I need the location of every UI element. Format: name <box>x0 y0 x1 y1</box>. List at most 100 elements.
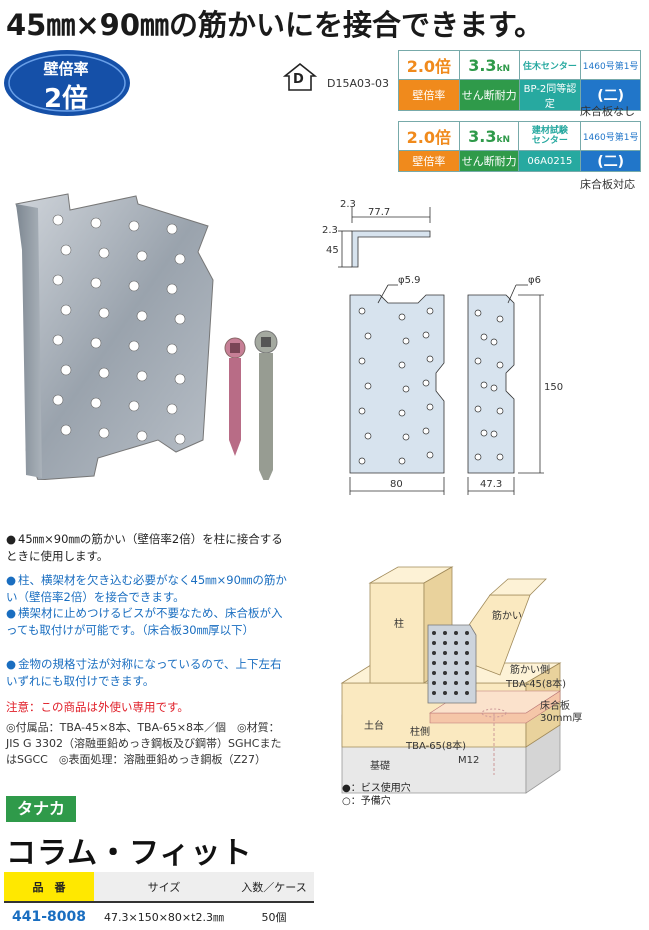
diagram-hole <box>465 641 469 645</box>
spec-table-1: 2.0倍 3.3kN 住木センター 1460号第1号 壁倍率 せん断耐力 BP-… <box>398 50 641 111</box>
drawing-hole <box>358 357 366 365</box>
bracket-hole <box>166 283 178 295</box>
caution-note: 注意：この商品は外使い専用です。 <box>6 700 189 714</box>
bracket-hole <box>136 250 148 262</box>
diagram-hole <box>432 641 436 645</box>
diagram-hole <box>432 691 436 695</box>
diagram-hole <box>454 661 458 665</box>
bracket-hole <box>174 313 186 325</box>
bracket-hole <box>98 247 110 259</box>
bracket-hole <box>60 424 72 436</box>
wall-ratio-badge <box>4 50 130 116</box>
spec1-label-wall-ratio: 壁倍率 <box>398 79 460 111</box>
label-floor-thickness: 30mm厚 <box>540 712 582 724</box>
label-pillar: 柱 <box>394 617 404 630</box>
bracket-hole <box>52 334 64 346</box>
drawing-hole <box>426 355 434 363</box>
screw-pink <box>224 337 246 456</box>
bullet-1: ●45㎜×90㎜の筋かい（壁倍率2倍）を柱に接合するときに使用します。 <box>6 532 283 563</box>
diagram-hole <box>454 651 458 655</box>
label-brace-side: 筋かい側 <box>510 663 550 676</box>
certification-house-icon <box>283 62 317 91</box>
bracket-hole <box>174 373 186 385</box>
bracket-hole <box>136 310 148 322</box>
bracket-hole <box>166 223 178 235</box>
bracket-hole <box>60 244 72 256</box>
drawing-hole <box>480 381 488 389</box>
drawing-hole <box>402 433 410 441</box>
diagram-hole <box>443 651 447 655</box>
maker-badge: タナカ <box>6 796 76 822</box>
drawing-hole <box>474 309 482 317</box>
spec1-number: 1460号第1号 <box>580 50 641 80</box>
label-brace-screw: TBA-45(8本) <box>505 677 566 690</box>
dim-width: 77.7 <box>368 207 390 218</box>
label-bolt: M12 <box>458 755 479 766</box>
cell-size: 47.3×150×80×t2.3㎜ <box>94 902 234 930</box>
drawing-hole <box>364 432 372 440</box>
diagram-hole <box>454 681 458 685</box>
diagram-hole <box>443 691 447 695</box>
bracket-hole <box>128 220 140 232</box>
label-brace: 筋かい <box>492 609 522 622</box>
table-row: 441-8008 47.3×150×80×t2.3㎜ 50個 <box>4 902 314 930</box>
installation-diagram: 柱 筋かい 筋かい側 TBA-45(8本) 床合板 30mm厚 土台 柱側 TB… <box>340 566 582 794</box>
diagram-hole <box>443 661 447 665</box>
bracket-hole <box>128 400 140 412</box>
bracket-hole <box>174 253 186 265</box>
drawing-hole <box>480 429 488 437</box>
hole-size-right: φ6 <box>528 275 541 286</box>
certification-mark: D <box>293 72 304 87</box>
drawing-hole <box>496 453 504 461</box>
drawing-hole <box>474 357 482 365</box>
label-pillar-side: 柱側 <box>410 725 430 738</box>
bracket-hole <box>60 364 72 376</box>
dim-thickness-side: 2.3 <box>322 225 338 236</box>
drawing-hole <box>398 409 406 417</box>
bracket-hole <box>52 214 64 226</box>
drawing-hole <box>426 451 434 459</box>
dim-bottom-right: 47.3 <box>480 479 502 490</box>
col-header-qty: 入数／ケース <box>234 872 314 903</box>
diagram-hole <box>443 681 447 685</box>
drawing-hole <box>496 407 504 415</box>
drawing-hole <box>474 405 482 413</box>
bracket-hole <box>98 307 110 319</box>
bracket-hole <box>166 343 178 355</box>
legend: ●：ビス使用穴 ○：予備穴 <box>342 782 411 808</box>
headline: 45㎜×90㎜の筋かいにを接合できます。 <box>6 8 544 42</box>
diagram-hole <box>465 681 469 685</box>
legend-spare: ○：予備穴 <box>342 796 391 807</box>
bullet-3: ●横架材に止めつけるビスが不要なため、床合板が入っても取付けが可能です。（床合板… <box>6 606 283 637</box>
product-photo <box>15 193 278 480</box>
drawing-hole <box>358 307 366 315</box>
diagram-hole <box>454 631 458 635</box>
drawing-hole <box>402 385 410 393</box>
dim-thickness-top: 2.3 <box>340 199 356 210</box>
badge-label: 壁倍率 <box>43 60 89 78</box>
drawing-hole <box>422 427 430 435</box>
drawing-hole <box>398 361 406 369</box>
bracket-hole <box>60 304 72 316</box>
screw-grey <box>254 330 278 480</box>
drawing-hole <box>364 332 372 340</box>
certification-code: D15A03-03 <box>327 77 389 90</box>
drawing-hole <box>474 453 482 461</box>
drawing-hole <box>402 337 410 345</box>
diagram-hole <box>465 631 469 635</box>
drawing-hole <box>426 403 434 411</box>
product-name: コラム・フィット <box>6 836 253 871</box>
spec2-label-type: (二) <box>580 150 641 172</box>
label-sill: 土台 <box>364 719 384 732</box>
bracket-hole <box>98 427 110 439</box>
diagram-hole <box>465 691 469 695</box>
drawing-hole <box>422 379 430 387</box>
drawing-hole <box>422 331 430 339</box>
drawing-hole <box>358 407 366 415</box>
spec1-shear: 3.3kN <box>458 50 520 80</box>
spec2-wall-ratio: 2.0倍 <box>398 121 460 151</box>
product-specs: ◎付属品：TBA-45×8本、TBA-65×8本／個 ◎材質：JIS G 330… <box>6 721 282 766</box>
diagram-hole <box>465 661 469 665</box>
spec1-note: 床合板なし <box>580 105 635 118</box>
cell-qty: 50個 <box>234 902 314 930</box>
